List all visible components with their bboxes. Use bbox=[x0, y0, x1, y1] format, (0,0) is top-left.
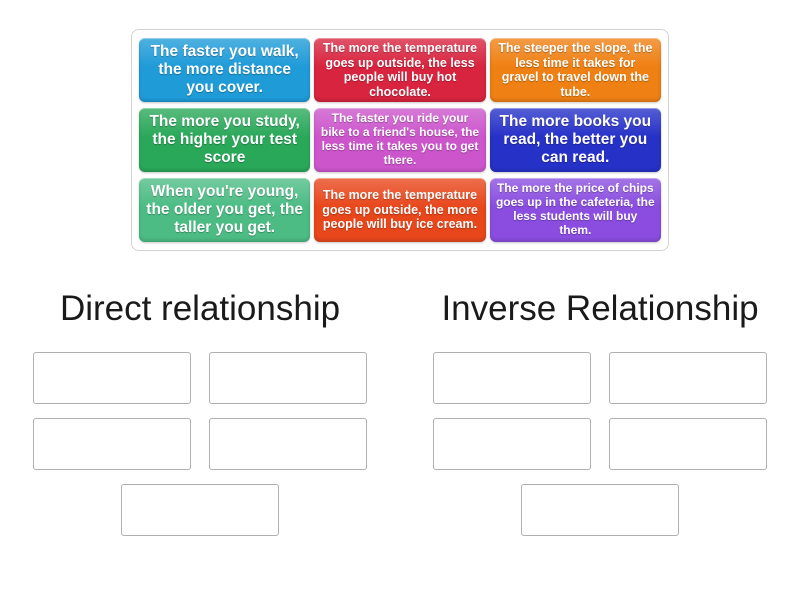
dropzone[interactable] bbox=[209, 418, 367, 470]
dropzone[interactable] bbox=[609, 418, 767, 470]
category-column-inverse: Inverse Relationship bbox=[400, 288, 800, 536]
dropzone-group-inverse bbox=[400, 352, 800, 536]
tile-label: The steeper the slope, the less time it … bbox=[498, 41, 653, 99]
tile-tray: The faster you walk, the more distance y… bbox=[131, 29, 669, 251]
dropzone[interactable] bbox=[433, 352, 591, 404]
tile-label: The more books you read, the better you … bbox=[499, 113, 652, 166]
dropzone[interactable] bbox=[521, 484, 679, 536]
dropzone[interactable] bbox=[121, 484, 279, 536]
draggable-tile[interactable]: The faster you walk, the more distance y… bbox=[139, 38, 311, 102]
draggable-tile[interactable]: When you're young, the older you get, th… bbox=[139, 178, 311, 242]
tile-label: The more the temperature goes up outside… bbox=[322, 41, 478, 99]
tile-label: The faster you ride your bike to a frien… bbox=[320, 111, 480, 167]
dropzone[interactable] bbox=[209, 352, 367, 404]
tile-label: When you're young, the older you get, th… bbox=[146, 183, 304, 236]
draggable-tile[interactable]: The more the temperature goes up outside… bbox=[314, 38, 486, 102]
tile-label: The more the price of chips goes up in t… bbox=[495, 181, 655, 237]
tile-grid: The faster you walk, the more distance y… bbox=[139, 38, 661, 242]
dropzone-group-direct bbox=[0, 352, 400, 536]
draggable-tile[interactable]: The faster you ride your bike to a frien… bbox=[314, 108, 486, 172]
category-title-inverse: Inverse Relationship bbox=[441, 289, 759, 328]
dropzone[interactable] bbox=[609, 352, 767, 404]
draggable-tile[interactable]: The steeper the slope, the less time it … bbox=[489, 38, 661, 102]
category-column-direct: Direct relationship bbox=[0, 288, 400, 536]
category-title-direct: Direct relationship bbox=[59, 289, 341, 328]
draggable-tile[interactable]: The more the temperature goes up outside… bbox=[314, 178, 486, 242]
draggable-tile[interactable]: The more the price of chips goes up in t… bbox=[489, 178, 661, 242]
dropzone[interactable] bbox=[433, 418, 591, 470]
tile-label: The more the temperature goes up outside… bbox=[322, 188, 478, 232]
dropzone[interactable] bbox=[33, 418, 191, 470]
dropzone[interactable] bbox=[33, 352, 191, 404]
draggable-tile[interactable]: The more books you read, the better you … bbox=[489, 108, 661, 172]
draggable-tile[interactable]: The more you study, the higher your test… bbox=[139, 108, 311, 172]
category-columns: Direct relationship Inverse Relationship bbox=[0, 288, 800, 536]
tile-label: The faster you walk, the more distance y… bbox=[150, 43, 299, 96]
tile-label: The more you study, the higher your test… bbox=[149, 113, 300, 166]
